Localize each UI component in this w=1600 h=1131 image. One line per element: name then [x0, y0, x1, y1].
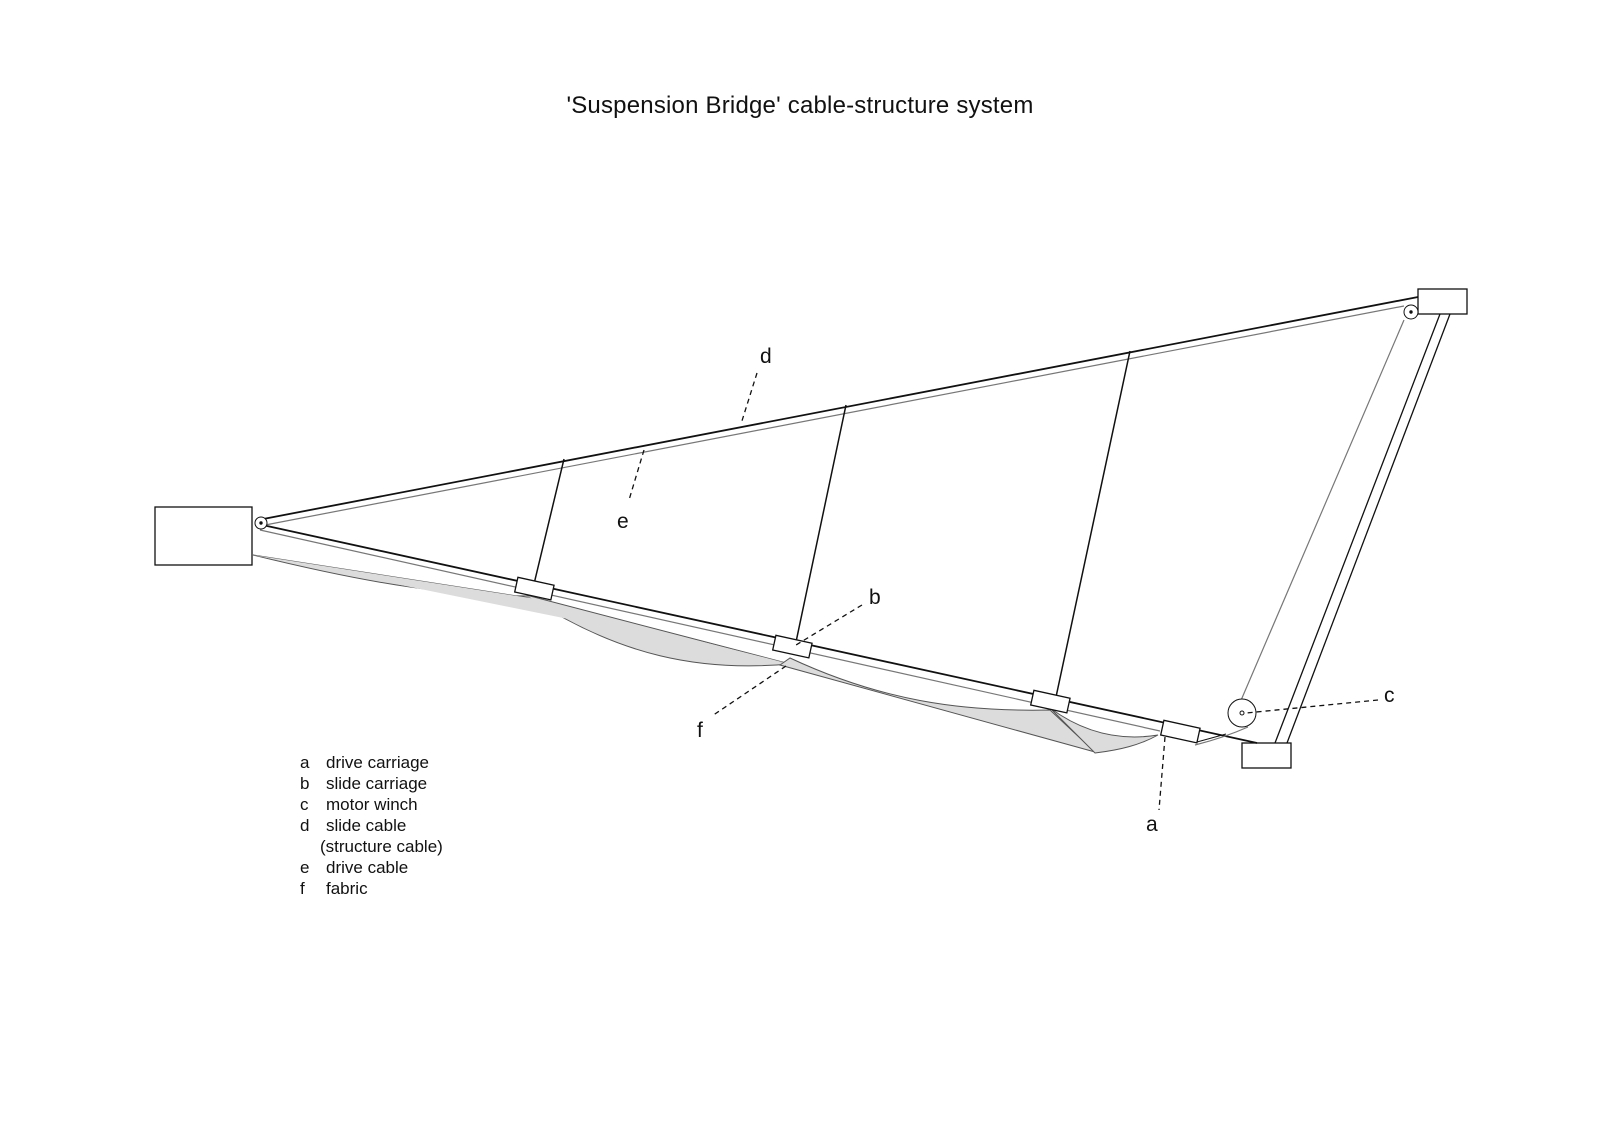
legend-key: a — [300, 753, 310, 772]
hangers — [533, 350, 1131, 698]
drive-carriage — [1159, 719, 1201, 744]
legend-item-d: d slide cable — [300, 815, 443, 836]
legend-key: b — [300, 774, 310, 793]
left-anchor-block — [154, 506, 253, 566]
legend-key: c — [300, 795, 309, 814]
right-strut-outer — [1286, 313, 1451, 744]
legend-text: slide cable — [326, 816, 407, 835]
carriages — [513, 576, 1227, 744]
left-pulley-hub-icon — [259, 521, 263, 525]
leader-f — [711, 665, 787, 717]
legend-key: f — [300, 879, 305, 898]
legend-item-c: c motor winch — [300, 794, 443, 815]
right-strut-inner — [1274, 313, 1441, 744]
legend-item-f: f fabric — [300, 878, 443, 899]
callout-f: f — [697, 719, 703, 742]
pulleys — [254, 304, 1419, 530]
top-right-pulley-hub-icon — [1409, 310, 1413, 314]
leader-a — [1158, 736, 1166, 811]
callout-d: d — [760, 345, 772, 368]
slide-carriage-2 — [771, 634, 813, 659]
drive-cable-winch-return — [1194, 726, 1249, 746]
fabric-panel-4 — [1049, 707, 1159, 754]
leader-d — [740, 372, 758, 425]
fabric-panel-1 — [252, 554, 791, 667]
leader-e — [628, 449, 645, 501]
hanger-3 — [1055, 350, 1131, 698]
hanger-2 — [795, 404, 847, 643]
callout-labels: d e b f c a — [617, 345, 1395, 836]
slide-cable — [257, 296, 1451, 744]
legend-item-e: e drive cable — [300, 857, 443, 878]
legend: a drive carriage b slide carriage c motor w… — [300, 752, 443, 899]
legend-item-a: a drive carriage — [300, 752, 443, 773]
fabric-panel-3 — [778, 657, 1096, 753]
bottom-right-anchor-block — [1241, 742, 1292, 769]
slide-cable-top — [257, 296, 1419, 521]
leader-lines — [628, 372, 1379, 811]
callout-c: c — [1384, 684, 1395, 707]
callout-a: a — [1146, 813, 1158, 836]
callout-e: e — [617, 510, 629, 533]
motor-winch-hub-icon — [1239, 710, 1245, 716]
top-right-anchor-block — [1417, 288, 1468, 315]
legend-key: e — [300, 858, 310, 877]
slide-carriage-1 — [513, 576, 555, 601]
legend-key: d — [300, 816, 310, 835]
drive-cable-bottom — [259, 529, 1161, 732]
legend-item-b: b slide carriage — [300, 773, 443, 794]
fabric-panel-2 — [253, 555, 790, 664]
slide-cable-bottom — [257, 523, 1258, 744]
legend-text: drive carriage — [326, 753, 429, 772]
legend-text: slide carriage — [326, 774, 428, 793]
drive-cable-top — [259, 305, 1405, 527]
diagram-title: 'Suspension Bridge' cable-structure syst… — [566, 92, 1034, 119]
leader-b — [795, 604, 863, 646]
legend-text: motor winch — [326, 795, 418, 814]
legend-item-d-continuation: (structure cable) — [320, 837, 443, 856]
leader-c — [1245, 699, 1379, 714]
legend-text: fabric — [326, 879, 368, 898]
drive-cable-right — [1238, 319, 1405, 706]
callout-b: b — [869, 586, 881, 609]
drive-cable — [259, 305, 1405, 746]
fabric — [252, 554, 1159, 754]
hanger-1 — [533, 458, 565, 585]
slide-carriage-3 — [1029, 689, 1071, 714]
legend-text: drive cable — [326, 858, 409, 877]
motor-winch — [1227, 698, 1257, 728]
drive-carriage-link — [1196, 733, 1227, 743]
